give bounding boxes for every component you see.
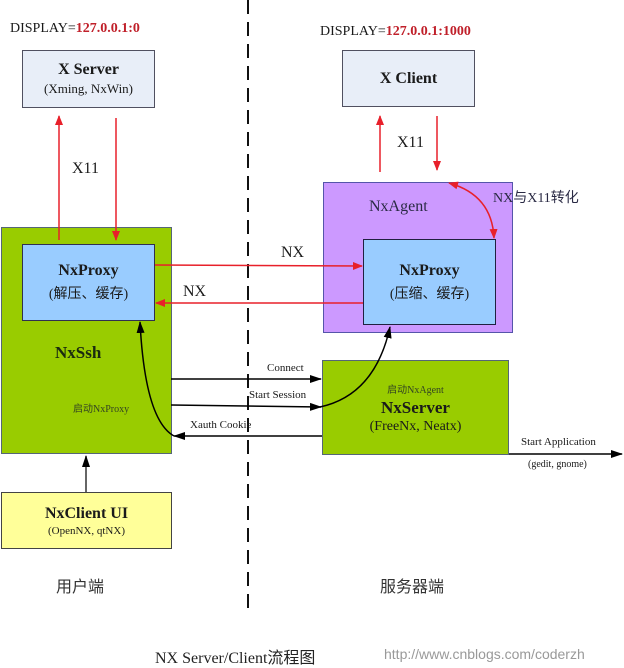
nx-back-label: NX xyxy=(183,283,207,300)
nxssh-launch-label: 启动NxProxy xyxy=(73,404,130,415)
nxserver-launch-label: 启动NxAgent xyxy=(387,384,444,396)
nxssh-title: NxSsh xyxy=(55,343,102,362)
nxserver-title: NxServer xyxy=(381,397,450,417)
x-server-box: X Server (Xming, NxWin) xyxy=(22,50,155,108)
nx-x11-conversion-arrow xyxy=(448,181,498,239)
x-client-title: X Client xyxy=(379,69,438,87)
client-side-label: 用户端 xyxy=(56,579,105,596)
xauth-cookie-label: Xauth Cookie xyxy=(190,419,252,431)
start-session-arrow xyxy=(170,402,322,411)
x11-left-label: X11 xyxy=(72,160,99,177)
start-session-label: Start Session xyxy=(249,389,307,401)
launch-nxagent-arrow xyxy=(319,326,392,408)
watermark-link[interactable]: http://www.cnblogs.com/coderzh xyxy=(384,646,585,662)
display-left-value: 127.0.0.1:0 xyxy=(75,21,140,36)
nxproxy-server-title: NxProxy xyxy=(399,261,460,279)
display-left-label: DISPLAY=127.0.0.1:0 xyxy=(10,21,140,37)
nxclient-ui-box: NxClient UI (OpenNX, qtNX) xyxy=(1,492,172,549)
display-left-prefix: DISPLAY= xyxy=(10,21,76,36)
nxserver-subtitle: (FreeNx, Neatx) xyxy=(369,418,462,434)
nxproxy-server-subtitle: (压缩、缓存) xyxy=(389,286,470,302)
x-server-title: X Server xyxy=(58,61,119,78)
nx-forward-label: NX xyxy=(281,244,305,261)
nxclient-ui-title: NxClient UI xyxy=(44,504,129,522)
nxproxy-client-title: NxProxy xyxy=(58,262,119,279)
nxclient-ui-subtitle: (OpenNX, qtNX) xyxy=(48,524,125,537)
nxagent-title: NxAgent xyxy=(369,198,428,215)
display-right-prefix: DISPLAY= xyxy=(320,24,386,39)
diagram-caption: NX Server/Client流程图 xyxy=(155,650,316,667)
nxproxy-client-subtitle: (解压、缓存) xyxy=(48,287,129,302)
x-server-subtitle: (Xming, NxWin) xyxy=(43,81,134,96)
launch-nxproxy-arrow xyxy=(136,321,175,437)
x-client-box: X Client xyxy=(342,50,475,107)
start-application-subtitle: (gedit, gnome) xyxy=(528,459,587,470)
nx-x11-conversion-label: NX与X11转化 xyxy=(493,191,579,206)
display-right-label: DISPLAY=127.0.0.1:1000 xyxy=(320,24,471,40)
nxproxy-server-box: NxProxy (压缩、缓存) xyxy=(363,239,496,325)
display-right-value: 127.0.0.1:1000 xyxy=(385,24,471,39)
x11-right-label: X11 xyxy=(397,134,424,151)
nx-forward-arrow xyxy=(154,261,363,270)
connect-label: Connect xyxy=(267,362,304,374)
nxserver-box: 启动NxAgent NxServer (FreeNx, Neatx) xyxy=(322,360,509,455)
nxproxy-client-box: NxProxy (解压、缓存) xyxy=(22,244,155,321)
start-application-label: Start Application xyxy=(521,436,596,448)
server-side-label: 服务器端 xyxy=(380,579,445,596)
